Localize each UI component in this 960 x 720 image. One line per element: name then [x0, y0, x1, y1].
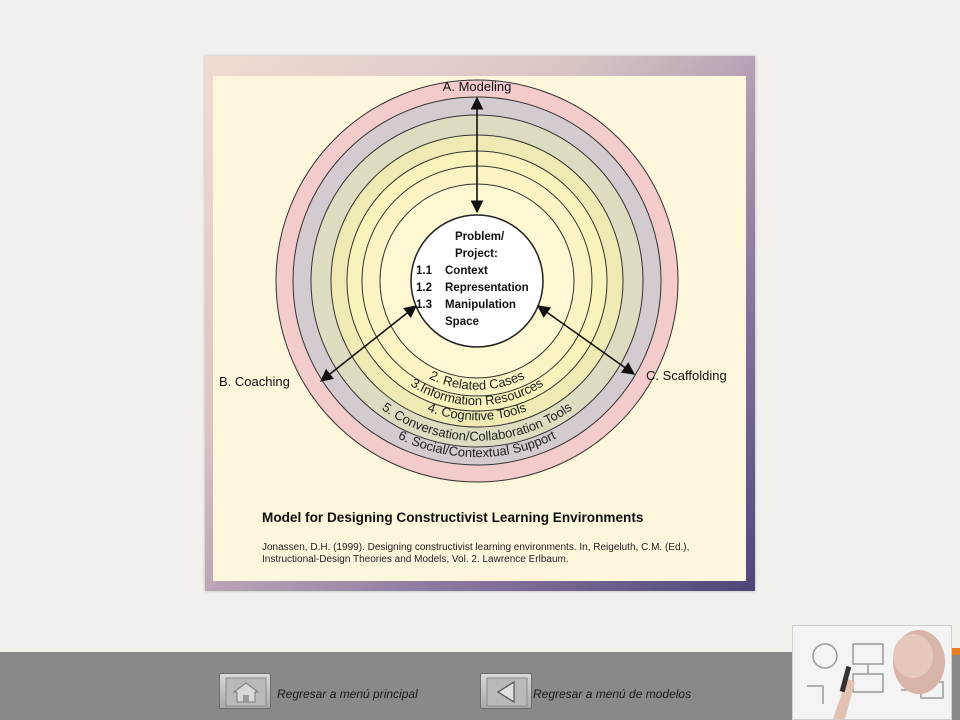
diagram-paper: A. Modeling B. Coaching C. Scaffolding P…	[213, 76, 746, 581]
home-icon	[225, 677, 267, 707]
diagram-citation: Jonassen, D.H. (1999). Designing constru…	[262, 542, 690, 565]
center-num-1-1: 1.1	[416, 265, 433, 277]
center-line-context: Context	[445, 265, 488, 277]
diagram-frame: A. Modeling B. Coaching C. Scaffolding P…	[205, 56, 755, 591]
diagram-title: Model for Designing Constructivist Learn…	[262, 510, 644, 525]
accent-bar	[950, 648, 960, 655]
back-triangle-icon	[486, 677, 528, 707]
center-line-problem: Problem/	[455, 231, 505, 243]
center-num-1-2: 1.2	[416, 282, 432, 294]
scaffolding-label: C. Scaffolding	[646, 368, 727, 383]
center-line-space: Space	[445, 316, 479, 328]
flowchart-hand-image	[793, 626, 951, 719]
problem-circle	[410, 214, 544, 348]
center-line-manipulation: Manipulation	[445, 299, 516, 311]
scaffolding-arrow	[536, 305, 636, 375]
home-button[interactable]	[219, 673, 271, 709]
models-menu-link[interactable]: Regresar a menú de modelos	[533, 687, 692, 701]
coaching-label: B. Coaching	[219, 374, 290, 389]
coaching-arrow	[319, 305, 418, 382]
flowchart-photo	[792, 625, 952, 720]
center-line-representation: Representation	[445, 282, 529, 294]
center-num-1-3: 1.3	[416, 299, 432, 311]
modeling-label: A. Modeling	[443, 79, 512, 94]
center-line-project: Project:	[455, 248, 498, 260]
main-menu-link[interactable]: Regresar a menú principal	[277, 687, 418, 701]
back-button[interactable]	[480, 673, 532, 709]
cle-diagram: A. Modeling B. Coaching C. Scaffolding P…	[219, 79, 727, 483]
